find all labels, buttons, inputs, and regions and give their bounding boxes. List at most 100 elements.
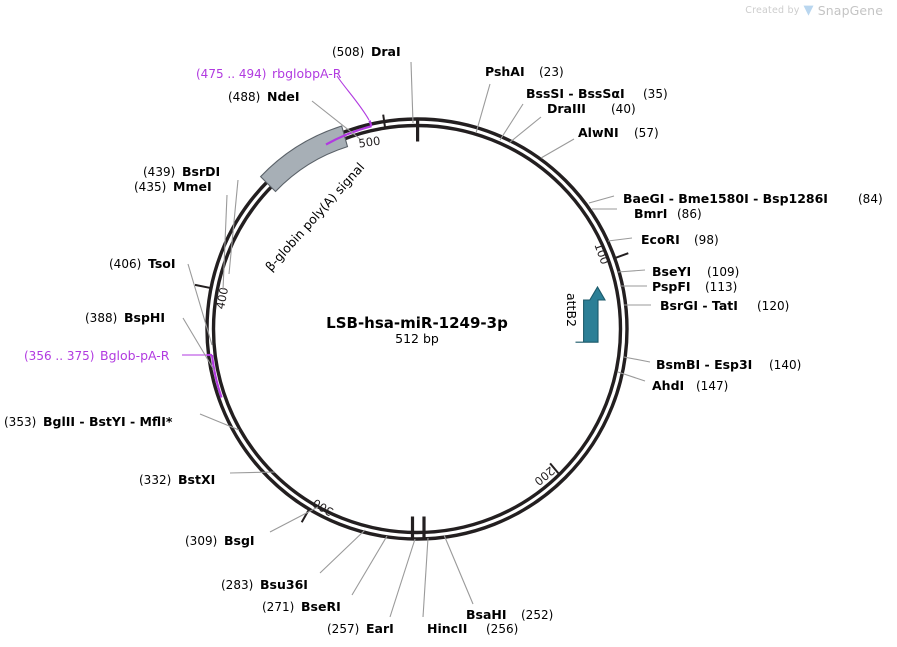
enzyme-label-eari[interactable]: (257) EarI (327, 621, 394, 636)
enzyme-position-bsrgi: (120) (757, 299, 789, 313)
enzyme-name-bseri: BseRI (301, 599, 341, 614)
enzyme-name-bmri: BmrI (634, 206, 667, 221)
enzyme-name-drai: DraI (371, 44, 401, 59)
enzyme-name-pshai: PshAI (485, 64, 525, 79)
primer-name-rbglobpa-r: rbglobpA-R (272, 66, 342, 81)
snapgene-logo-icon: ▼ (803, 3, 814, 18)
enzyme-name-draiii: DraIII (547, 101, 586, 116)
enzyme-label-bsssi[interactable]: BssSI - BssSαI (35) (526, 86, 668, 101)
enzyme-name-ecori: EcoRI (641, 232, 680, 247)
enzyme-label-bseri[interactable]: (271) BseRI (262, 599, 341, 614)
enzyme-label-alwni[interactable]: AlwNI (57) (578, 125, 659, 140)
enzyme-position-bsmbi: (140) (769, 358, 801, 372)
enzyme-position-bsrdi: (439) (143, 165, 175, 179)
enzyme-name-bsmbi: BsmBI - Esp3I (656, 357, 752, 372)
enzyme-label-bsahi[interactable]: BsaHI (252) (466, 607, 553, 622)
enzyme-label-hincii[interactable]: HincII (256) (427, 621, 518, 636)
enzyme-position-bseri: (271) (262, 600, 294, 614)
enzyme-name-hincii: HincII (427, 621, 467, 636)
enzyme-label-baegi[interactable]: BaeGI - Bme1580I - Bsp1286I (84) (623, 191, 883, 206)
enzyme-position-bsgi: (309) (185, 534, 217, 548)
enzyme-label-bmri[interactable]: BmrI (86) (634, 206, 702, 221)
primer-label-bglob-pa-r[interactable]: (356 .. 375) Bglob-pA-R (24, 348, 170, 363)
leader-lines (182, 61, 651, 618)
enzyme-position-hincii: (256) (486, 622, 518, 636)
enzyme-name-bsrdi: BsrDI (182, 164, 220, 179)
enzyme-label-bsrgi[interactable]: BsrGI - TatI (120) (660, 298, 789, 313)
enzyme-position-ndei: (488) (228, 90, 260, 104)
cut-site-marks (410, 118, 426, 539)
enzyme-name-bsphi: BspHI (124, 310, 165, 325)
enzyme-label-tsoi[interactable]: (406) TsoI (109, 256, 176, 271)
enzyme-name-tsoi: TsoI (148, 256, 176, 271)
enzyme-position-bsssi: (35) (643, 87, 668, 101)
enzyme-position-ecori: (98) (694, 233, 719, 247)
enzyme-position-baegi: (84) (858, 192, 883, 206)
enzyme-name-bstxi: BstXI (178, 472, 215, 487)
enzyme-label-bsmbi[interactable]: BsmBI - Esp3I (140) (656, 357, 801, 372)
enzyme-label-ndei[interactable]: (488) NdeI (228, 89, 300, 104)
primer-label-rbglobpa-r[interactable]: (475 .. 494) rbglobpA-R (196, 66, 342, 81)
enzyme-label-bsgi[interactable]: (309) BsgI (185, 533, 255, 548)
snapgene-watermark: Created by ▼ SnapGene (745, 3, 883, 18)
primer-rbglobpa-r[interactable] (325, 75, 373, 146)
primer-range-rbglobpa-r: (475 .. 494) (196, 67, 266, 81)
enzyme-label-ecori[interactable]: EcoRI (98) (641, 232, 719, 247)
enzyme-position-drai: (508) (332, 45, 364, 59)
plasmid-title: LSB-hsa-miR-1249-3p (326, 314, 508, 332)
enzyme-position-pshai: (23) (539, 65, 564, 79)
enzyme-name-pspfi: PspFI (652, 279, 691, 294)
enzyme-label-pspfi[interactable]: PspFI (113) (652, 279, 737, 294)
enzyme-label-bsu36i[interactable]: (283) Bsu36I (221, 577, 308, 592)
enzyme-name-mmei: MmeI (173, 179, 212, 194)
enzyme-label-bstxi[interactable]: (332) BstXI (139, 472, 215, 487)
tick-label-100: 100 (591, 241, 612, 266)
enzyme-position-mmei: (435) (134, 180, 166, 194)
primer-range-bglob-pa-r: (356 .. 375) (24, 349, 94, 363)
enzyme-name-bsgi: BsgI (224, 533, 255, 548)
enzyme-name-baegi: BaeGI - Bme1580I - Bsp1286I (623, 191, 828, 206)
enzyme-label-mmei[interactable]: (435) MmeI (134, 179, 212, 194)
enzyme-position-bseyi: (109) (707, 265, 739, 279)
tick-label-500: 500 (358, 134, 382, 151)
feature-beta-globin-polya-signal[interactable]: β-globin poly(A) signal (259, 125, 368, 274)
enzyme-position-bmri: (86) (677, 207, 702, 221)
enzyme-name-bsahi: BsaHI (466, 607, 507, 622)
enzyme-name-bseyi: BseYI (652, 264, 691, 279)
enzyme-name-bsssi: BssSI - BssSαI (526, 86, 625, 101)
enzyme-label-drai[interactable]: (508) DraI (332, 44, 401, 59)
enzyme-name-alwni: AlwNI (578, 125, 619, 140)
enzyme-position-alwni: (57) (634, 126, 659, 140)
enzyme-position-bstxi: (332) (139, 473, 171, 487)
enzyme-position-bglii: (353) (4, 415, 36, 429)
feature-attb2[interactable]: attB2 (564, 285, 606, 343)
watermark-created-label: Created by (745, 5, 800, 16)
enzyme-name-bsu36i: Bsu36I (260, 577, 308, 592)
primer-bglob-pa-r[interactable] (182, 353, 223, 398)
enzyme-label-pshai[interactable]: PshAI (23) (485, 64, 564, 79)
watermark-brand-label: SnapGene (817, 3, 883, 18)
enzyme-label-ahdi[interactable]: AhdI (147) (652, 378, 728, 393)
plasmid-length: 512 bp (395, 331, 439, 346)
primer-name-bglob-pa-r: Bglob-pA-R (100, 348, 170, 363)
enzyme-position-tsoi: (406) (109, 257, 141, 271)
enzyme-position-ahdi: (147) (696, 379, 728, 393)
enzyme-label-bsphi[interactable]: (388) BspHI (85, 310, 165, 325)
enzyme-label-bsrdi[interactable]: (439) BsrDI (143, 164, 220, 179)
tick-label-400: 400 (213, 286, 231, 310)
enzyme-label-bseyi[interactable]: BseYI (109) (652, 264, 739, 279)
enzyme-label-draiii[interactable]: DraIII (40) (547, 101, 636, 116)
enzyme-name-bglii: BglII - BstYI - MflI* (43, 414, 173, 429)
enzyme-name-eari: EarI (366, 621, 394, 636)
enzyme-label-bglii[interactable]: (353) BglII - BstYI - MflI* (4, 414, 173, 429)
enzyme-name-bsrgi: BsrGI - TatI (660, 298, 738, 313)
enzyme-position-bsphi: (388) (85, 311, 117, 325)
feature-label-attb2: attB2 (564, 293, 579, 327)
enzyme-position-pspfi: (113) (705, 280, 737, 294)
enzyme-position-bsu36i: (283) (221, 578, 253, 592)
enzyme-position-draiii: (40) (611, 102, 636, 116)
enzyme-position-bsahi: (252) (521, 608, 553, 622)
enzyme-position-eari: (257) (327, 622, 359, 636)
